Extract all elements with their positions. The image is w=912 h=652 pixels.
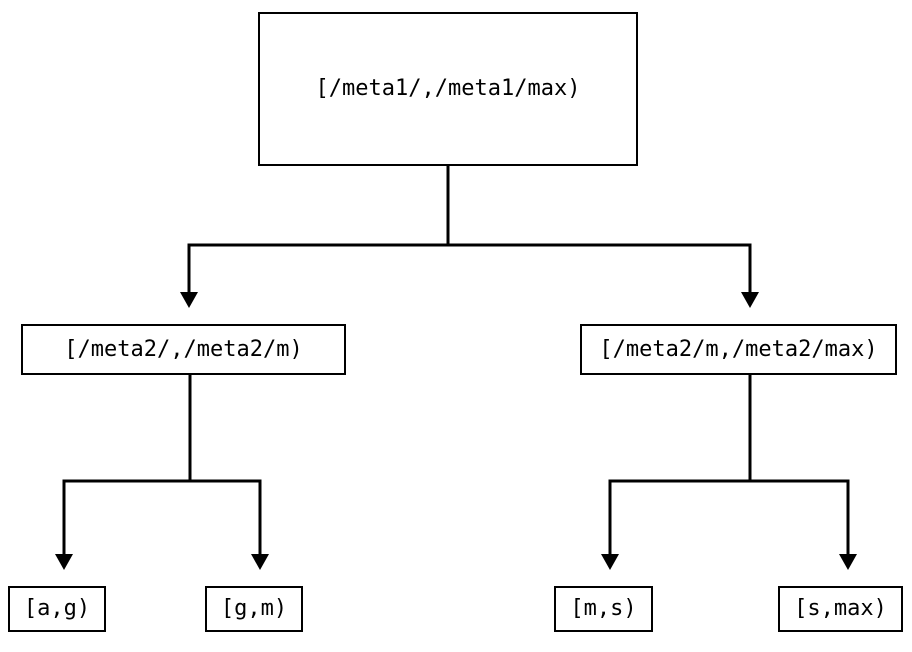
node-leaf-a-g-label: [a,g) (23, 596, 91, 621)
node-root-label: [/meta1/,/meta1/max) (315, 76, 581, 101)
node-leaf-m-s-label: [m,s) (570, 596, 637, 621)
arrowhead-icon (180, 292, 198, 308)
arrowhead-icon (251, 554, 269, 570)
edge-root-to-meta2-left (180, 166, 450, 308)
node-meta2-right-label: [/meta2/m,/meta2/max) (599, 336, 878, 362)
arrowhead-icon (601, 554, 619, 570)
arrowhead-icon (839, 554, 857, 570)
edge-meta2-right-to-m-s (601, 375, 752, 570)
edge-meta2-left-to-a-g (55, 375, 192, 570)
node-meta2-right[interactable]: [/meta2/m,/meta2/max) (580, 324, 897, 375)
node-leaf-a-g[interactable]: [a,g) (8, 586, 106, 632)
edge-root-to-meta2-right (448, 243, 759, 308)
node-leaf-s-max-label: [s,max) (794, 596, 887, 621)
edge-meta2-left-to-g-m (190, 479, 269, 570)
edge-meta2-right-to-s-max (750, 479, 857, 570)
arrowhead-icon (741, 292, 759, 308)
node-leaf-g-m-label: [g,m) (220, 596, 288, 621)
arrowhead-icon (55, 554, 73, 570)
node-meta2-left-label: [/meta2/,/meta2/m) (64, 336, 303, 362)
node-meta2-left[interactable]: [/meta2/,/meta2/m) (21, 324, 346, 375)
node-leaf-s-max[interactable]: [s,max) (778, 586, 903, 632)
node-leaf-m-s[interactable]: [m,s) (554, 586, 653, 632)
node-leaf-g-m[interactable]: [g,m) (205, 586, 303, 632)
node-root[interactable]: [/meta1/,/meta1/max) (258, 12, 638, 166)
